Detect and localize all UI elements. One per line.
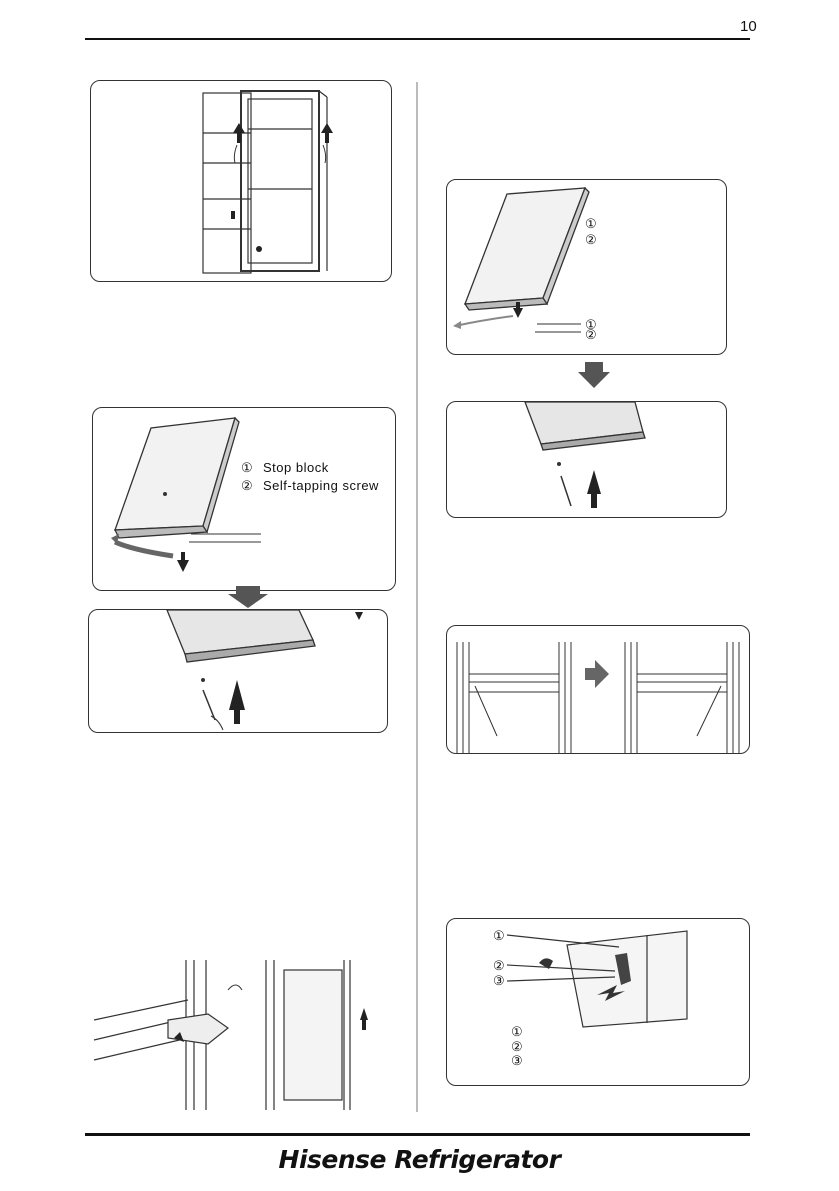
hinge-pointer-2: ②	[493, 958, 505, 974]
self-tapping-screw-label: Self-tapping screw	[263, 478, 379, 493]
open-door-illustration	[91, 81, 391, 281]
page-number: 10	[740, 18, 757, 35]
hinge-before-after-illustration	[447, 626, 749, 753]
right-arrow-icon	[585, 660, 609, 688]
stop-block-label: Stop block	[263, 460, 329, 475]
footer-rule	[85, 1133, 750, 1136]
stop-block-number: ①	[241, 460, 253, 476]
hinge-legend-3: ③	[511, 1053, 523, 1069]
figure-door-stop-block: ① Stop block ② Self-tapping screw	[92, 407, 396, 591]
column-divider	[416, 82, 418, 1112]
brand-logo-text: Hisense Refrigerator	[0, 1145, 839, 1174]
hinge-pointer-1: ①	[493, 928, 505, 944]
figure-right-door: ① ② ① ②	[446, 179, 727, 355]
header-rule	[85, 38, 750, 40]
figure-door-bottom-screwdriver	[88, 609, 388, 733]
right-door-legend-1: ①	[585, 216, 597, 232]
door-bottom-illustration	[89, 610, 387, 732]
down-arrow-icon-right	[578, 362, 610, 388]
figure-right-door-bottom	[446, 401, 727, 518]
down-arrow-icon	[228, 586, 268, 608]
figure-hinge-parts: ① ② ③ ① ② ③	[446, 918, 750, 1086]
figure-hinge-before-after	[446, 625, 750, 754]
right-door-pointer-2: ②	[585, 327, 597, 343]
hinge-pointer-3: ③	[493, 973, 505, 989]
hinge-legend-1: ①	[511, 1024, 523, 1040]
door-illustration	[93, 408, 395, 590]
figure-open-door	[90, 80, 392, 282]
right-door-bottom-illustration	[447, 402, 726, 517]
self-tapping-screw-number: ②	[241, 478, 253, 494]
hinge-removal-illustration	[88, 960, 388, 1115]
right-door-legend-2: ②	[585, 232, 597, 248]
